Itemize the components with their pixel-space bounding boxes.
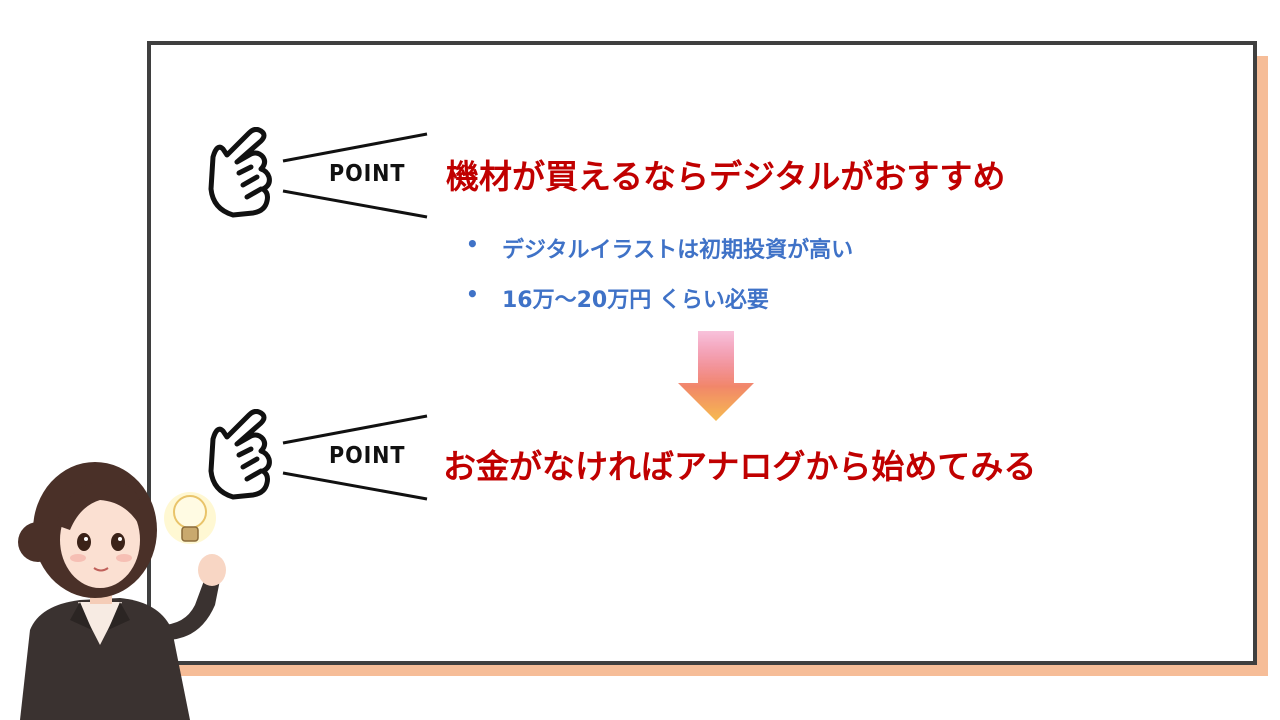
point-heading-2: お金がなければアナログから始めてみる: [443, 447, 1037, 486]
point-badge-label: POINT: [329, 161, 406, 187]
pointing-hand-icon: [208, 126, 428, 219]
point-badge-1: POINT: [203, 126, 443, 227]
point-badge-label: POINT: [329, 443, 406, 469]
bullet-marker: •: [466, 232, 479, 256]
list-item: • デジタルイラストは初期投資が高い: [466, 232, 853, 282]
down-arrow-icon: [676, 331, 756, 423]
bullet-list: • デジタルイラストは初期投資が高い • 16万〜20万円 くらい必要: [466, 232, 853, 332]
character-illustration: [18, 462, 226, 720]
point-heading-1: 機材が買えるならデジタルがおすすめ: [446, 157, 1006, 196]
bullet-text: 16万〜20万円 くらい必要: [502, 288, 769, 313]
point-badge-2: POINT: [203, 408, 443, 509]
pointing-hand-icon: [208, 408, 428, 501]
list-item: • 16万〜20万円 くらい必要: [466, 282, 853, 332]
bullet-marker: •: [466, 282, 479, 306]
bullet-text: デジタルイラストは初期投資が高い: [502, 238, 854, 263]
